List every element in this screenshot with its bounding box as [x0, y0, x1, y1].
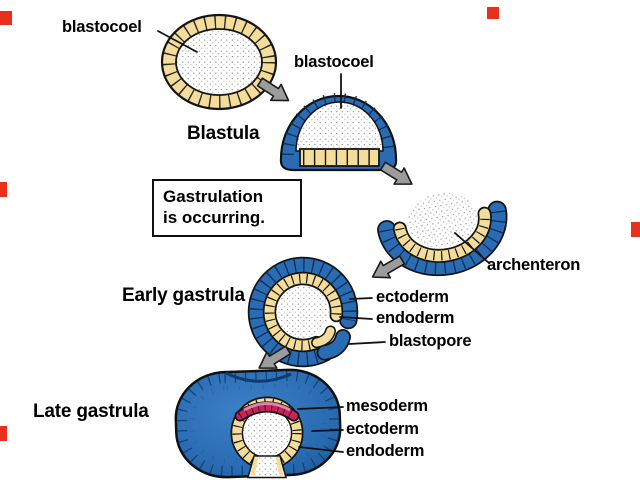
blastopore-pointer-line	[348, 341, 386, 345]
archenteron-label: archenteron	[487, 256, 581, 274]
ectoderm-late-label: ectoderm	[346, 420, 419, 438]
blastopore-label: blastopore	[389, 332, 472, 350]
blastocoel-top-pointer-line	[157, 30, 198, 53]
gastrulation-note-box: Gastrulation is occurring.	[152, 179, 302, 237]
note-line-1: Gastrulation	[163, 187, 264, 206]
endoderm-early-label: endoderm	[376, 309, 455, 327]
blastula-stage-label: Blastula	[187, 123, 260, 144]
endoderm-late-label: endoderm	[346, 442, 425, 460]
edge-mark-top-left	[0, 11, 12, 25]
late-gastrula-illustration	[174, 368, 342, 479]
late-gastrula-stage-label: Late gastrula	[33, 401, 149, 422]
mesoderm-pointer-line	[297, 406, 344, 410]
early-gastrula-stage-label: Early gastrula	[122, 285, 245, 306]
flow-arrow-3	[367, 250, 408, 287]
endoderm-early-pointer-line	[339, 316, 373, 320]
edge-mark-left-mid	[0, 182, 7, 197]
archenteron-pointer-line	[454, 232, 490, 264]
blastula-dome-illustration	[279, 93, 398, 172]
edge-mark-top-right	[487, 7, 499, 19]
blastocoel-top-label: blastocoel	[62, 18, 142, 36]
note-line-2: is occurring.	[163, 208, 266, 228]
blastula-section-illustration	[160, 13, 278, 111]
ectoderm-early-label: ectoderm	[376, 288, 449, 306]
edge-mark-right	[631, 222, 640, 237]
ectoderm-late-pointer-line	[311, 429, 344, 432]
blastocoel-mid-label: blastocoel	[294, 53, 374, 71]
edge-mark-left-low	[0, 426, 7, 441]
invagination-cup-illustration	[377, 192, 508, 277]
mesoderm-label: mesoderm	[346, 397, 428, 415]
ectoderm-early-pointer-line	[349, 297, 373, 300]
endoderm-late-pointer-line	[298, 446, 344, 453]
early-gastrula-illustration	[247, 256, 359, 368]
